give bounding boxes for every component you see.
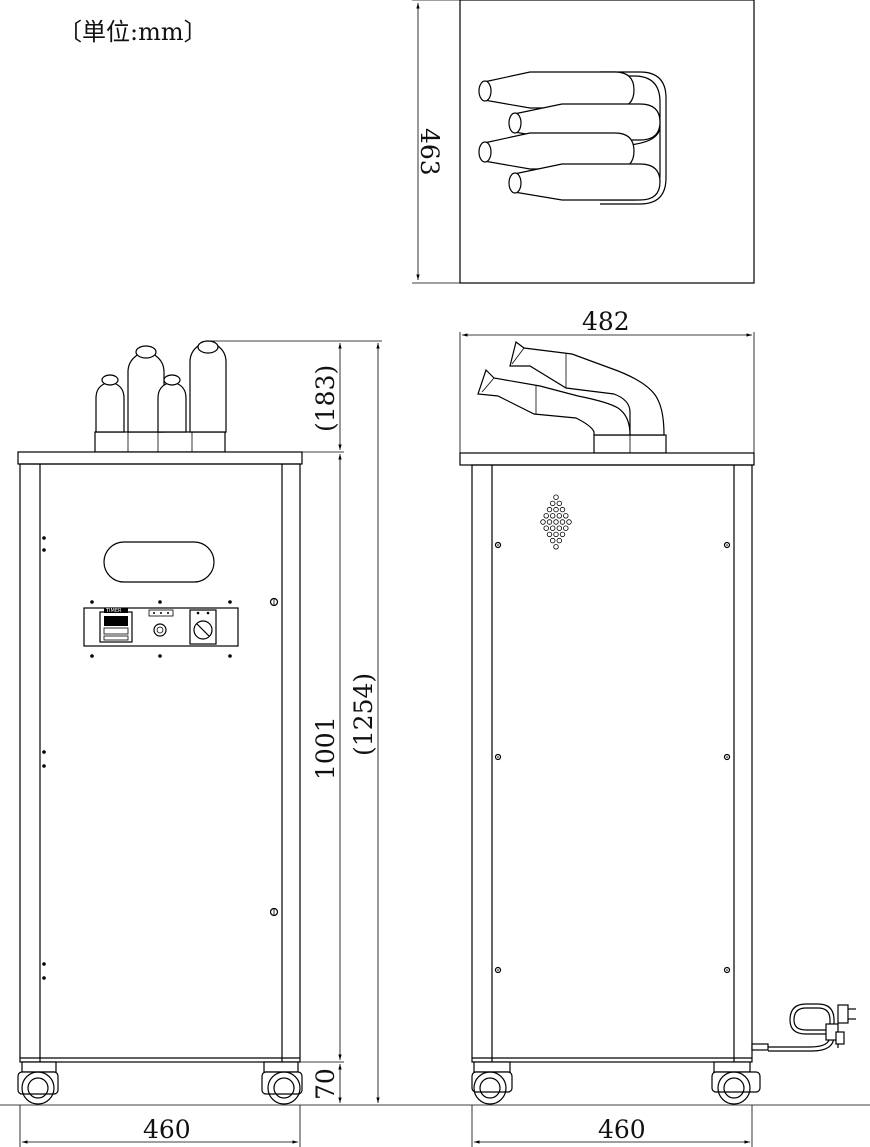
- vent-hole: [553, 519, 559, 525]
- vent-hole: [556, 500, 562, 507]
- side-width-dimension: 460: [598, 1115, 646, 1144]
- side-top-plate: [459, 452, 755, 466]
- indicator-lamps: [148, 609, 174, 617]
- vent-hole: [563, 525, 569, 531]
- front-door-latches: [269, 597, 279, 917]
- vent-hole: [546, 531, 553, 538]
- top-view: 463: [412, 0, 755, 284]
- vent-hole: [550, 500, 556, 507]
- front-view: TIMER: [0, 340, 870, 1147]
- vent-hole: [540, 519, 546, 525]
- vent-hole: [550, 525, 556, 531]
- front-top-plate: [17, 451, 303, 465]
- side-caster-right: [711, 1061, 761, 1105]
- front-cabinet: [19, 463, 301, 1063]
- vent-hole: [543, 525, 549, 531]
- vent-hole: [563, 513, 569, 519]
- side-top-width-dimension: 482: [582, 307, 630, 336]
- vent-hole: [553, 494, 559, 500]
- power-switch: [189, 609, 217, 645]
- side-view: 482: [459, 307, 856, 1147]
- vent-hole: [553, 531, 559, 538]
- vent-hole: [566, 519, 572, 525]
- vent-hole: [556, 525, 562, 531]
- top-view-outline: [459, 0, 755, 284]
- top-nozzle-1: [478, 71, 635, 109]
- vent-hole: [550, 537, 556, 544]
- vent-hole: [556, 513, 562, 519]
- caster-height-dimension: 70: [311, 1068, 340, 1100]
- vent-hole: [553, 506, 559, 513]
- body-height-dimension: 1001: [311, 716, 340, 780]
- vent-hole: [556, 537, 562, 544]
- top-nozzle-2: [508, 103, 661, 141]
- vent-hole: [553, 544, 559, 550]
- side-nozzles: [477, 340, 667, 454]
- front-width-dimension: 460: [143, 1115, 191, 1144]
- front-handle-slot: [103, 541, 215, 583]
- vent-hole: [559, 519, 566, 525]
- vent-hole: [546, 506, 553, 513]
- svg-text:TIMER: TIMER: [105, 608, 122, 614]
- vent-hole: [550, 513, 556, 519]
- unit-label: 〔単位:mm〕: [58, 18, 208, 46]
- side-screws: [494, 541, 731, 974]
- top-nozzle-4: [508, 163, 661, 201]
- control-panel: TIMER: [83, 600, 239, 658]
- front-caster-right: [261, 1061, 303, 1105]
- fan-speed-knob: [153, 623, 167, 637]
- side-caster-left: [471, 1061, 513, 1105]
- top-nozzle-3: [478, 132, 635, 170]
- nozzle-height-dimension: (183): [311, 365, 340, 432]
- vent-hole: [559, 531, 566, 538]
- total-height-dimension: (1254): [349, 673, 378, 756]
- timer-display: TIMER: [99, 608, 133, 643]
- side-cabinet: [471, 464, 753, 1063]
- vent-hole: [543, 513, 549, 519]
- vent-hole: [546, 519, 553, 525]
- front-caster-left: [17, 1061, 59, 1105]
- top-depth-dimension: 463: [415, 128, 444, 176]
- front-nozzles: [94, 340, 227, 453]
- side-vent-holes: [540, 494, 572, 550]
- front-hinges: [42, 536, 46, 980]
- vent-hole: [559, 506, 566, 513]
- power-cord-plug: [751, 1003, 856, 1052]
